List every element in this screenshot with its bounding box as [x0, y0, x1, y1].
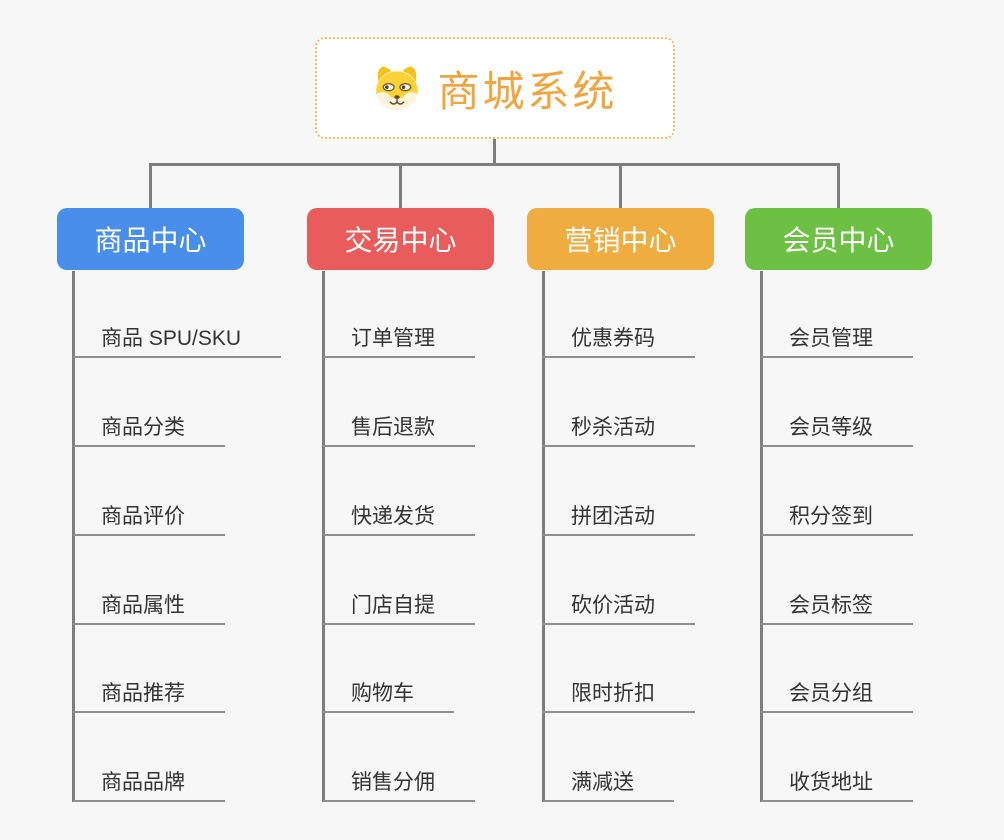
root-connector-stub — [492, 139, 496, 166]
branch-trunk-line — [542, 271, 545, 802]
leaf-node[interactable]: 快递发货 — [323, 499, 475, 536]
leaf-node[interactable]: 订单管理 — [323, 321, 475, 358]
leaf-node[interactable]: 门店自提 — [323, 588, 475, 625]
shiba-dog-icon — [372, 64, 422, 112]
branch-connector-drop — [619, 163, 622, 208]
branch-node-4[interactable]: 会员中心 — [745, 208, 932, 270]
root-node[interactable]: 商城系统 — [315, 37, 675, 139]
leaf-node[interactable]: 限时折扣 — [543, 676, 695, 713]
leaf-node[interactable]: 购物车 — [323, 676, 454, 713]
leaf-node[interactable]: 商品分类 — [73, 410, 225, 447]
leaf-node[interactable]: 拼团活动 — [543, 499, 695, 536]
leaf-node[interactable]: 秒杀活动 — [543, 410, 695, 447]
branch-trunk-line — [72, 271, 75, 802]
leaf-node[interactable]: 商品 SPU/SKU — [73, 321, 282, 358]
leaf-node[interactable]: 商品品牌 — [73, 765, 225, 802]
leaf-node[interactable]: 会员等级 — [761, 410, 913, 447]
branch-connector-rail — [149, 163, 840, 166]
branch-trunk-line — [322, 271, 325, 802]
branch-connector-drop — [837, 163, 840, 208]
leaf-node[interactable]: 优惠券码 — [543, 321, 695, 358]
branch-connector-drop — [149, 163, 152, 208]
leaf-node[interactable]: 会员标签 — [761, 588, 913, 625]
leaf-node[interactable]: 砍价活动 — [543, 588, 695, 625]
leaf-node[interactable]: 会员管理 — [761, 321, 913, 358]
leaf-node[interactable]: 满减送 — [543, 765, 674, 802]
branch-trunk-line — [760, 271, 763, 802]
leaf-node[interactable]: 收货地址 — [761, 765, 913, 802]
branch-connector-drop — [399, 163, 402, 208]
leaf-node[interactable]: 积分签到 — [761, 499, 913, 536]
branch-node-2[interactable]: 交易中心 — [307, 208, 494, 270]
branch-node-3[interactable]: 营销中心 — [527, 208, 714, 270]
leaf-node[interactable]: 商品属性 — [73, 588, 225, 625]
leaf-node[interactable]: 商品推荐 — [73, 676, 225, 713]
leaf-node[interactable]: 售后退款 — [323, 410, 475, 447]
leaf-node[interactable]: 销售分佣 — [323, 765, 475, 802]
leaf-node[interactable]: 商品评价 — [73, 499, 225, 536]
leaf-node[interactable]: 会员分组 — [761, 676, 913, 713]
branch-node-1[interactable]: 商品中心 — [57, 208, 244, 270]
root-title: 商城系统 — [437, 67, 618, 115]
